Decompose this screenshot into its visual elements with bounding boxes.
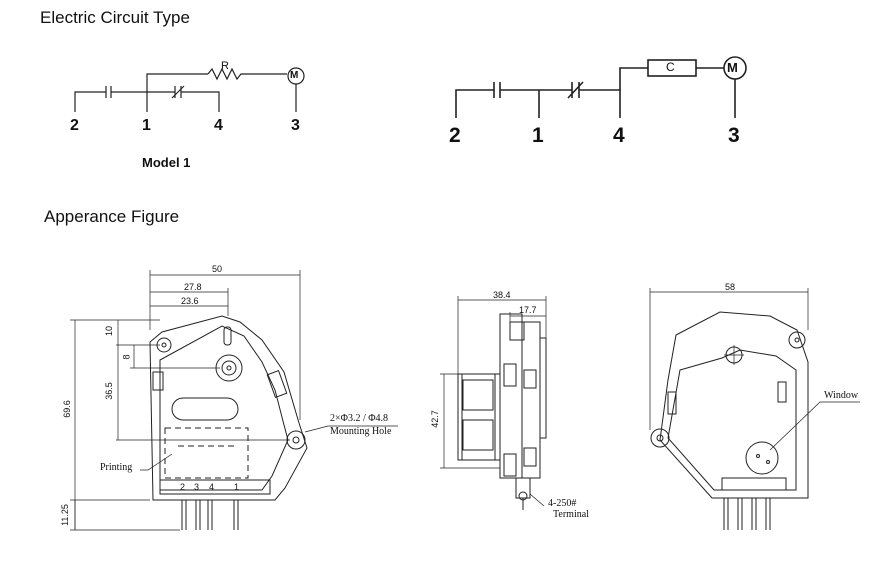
front-view-drawing	[70, 270, 398, 531]
dim-36-5: 36.5	[103, 382, 114, 400]
mounting-hole-spec: 2×Φ3.2 / Φ4.8	[330, 413, 389, 424]
motor-label: M	[290, 70, 299, 81]
dim-10: 10	[104, 325, 115, 337]
terminal-3-label: 3	[291, 117, 300, 134]
circuit-model-2	[455, 56, 747, 118]
pin-label-4: 4	[209, 482, 215, 492]
dim-58: 58	[725, 282, 736, 292]
terminal-3-label-2: 3	[728, 124, 740, 147]
back-view-drawing	[649, 288, 860, 530]
terminal-spec: 4-250#	[548, 498, 577, 509]
dim-11-25: 11.25	[59, 504, 70, 526]
terminal-label: Terminal	[553, 509, 589, 520]
circuit-model-1	[74, 67, 305, 112]
terminal-2-label: 2	[70, 117, 79, 134]
model-caption: Model 1	[142, 155, 191, 170]
pin-label-3: 3	[194, 482, 200, 492]
circuit-heading: Electric Circuit Type	[40, 8, 190, 27]
dim-69-6: 69.6	[61, 400, 72, 418]
resistor-label: R	[221, 60, 229, 72]
motor-label-2: M	[727, 60, 738, 75]
dim-17-7: 17.7	[519, 305, 537, 315]
terminal-1-label: 1	[142, 117, 151, 134]
terminal-1-label-2: 1	[532, 124, 544, 147]
mounting-hole-label: Mounting Hole	[330, 426, 392, 437]
dim-42-7: 42.7	[429, 410, 440, 428]
pin-label-1: 1	[234, 482, 240, 492]
resistor-symbol	[207, 67, 287, 81]
dim-38-4: 38.4	[493, 290, 511, 300]
printing-label: Printing	[100, 462, 133, 473]
terminal-4-label-2: 4	[613, 124, 625, 147]
dim-27-8: 27.8	[184, 282, 202, 292]
dim-23-6: 23.6	[181, 296, 199, 306]
dim-8: 8	[121, 354, 132, 360]
window-label: Window	[824, 390, 859, 401]
pin-label-2: 2	[180, 482, 186, 492]
dim-width: 50	[212, 264, 223, 274]
terminal-2-label-2: 2	[449, 124, 461, 147]
side-view-drawing	[440, 296, 547, 510]
appearance-heading: Apperance Figure	[44, 207, 180, 226]
capacitor-label: C	[666, 60, 675, 74]
terminal-4-label: 4	[214, 117, 223, 134]
